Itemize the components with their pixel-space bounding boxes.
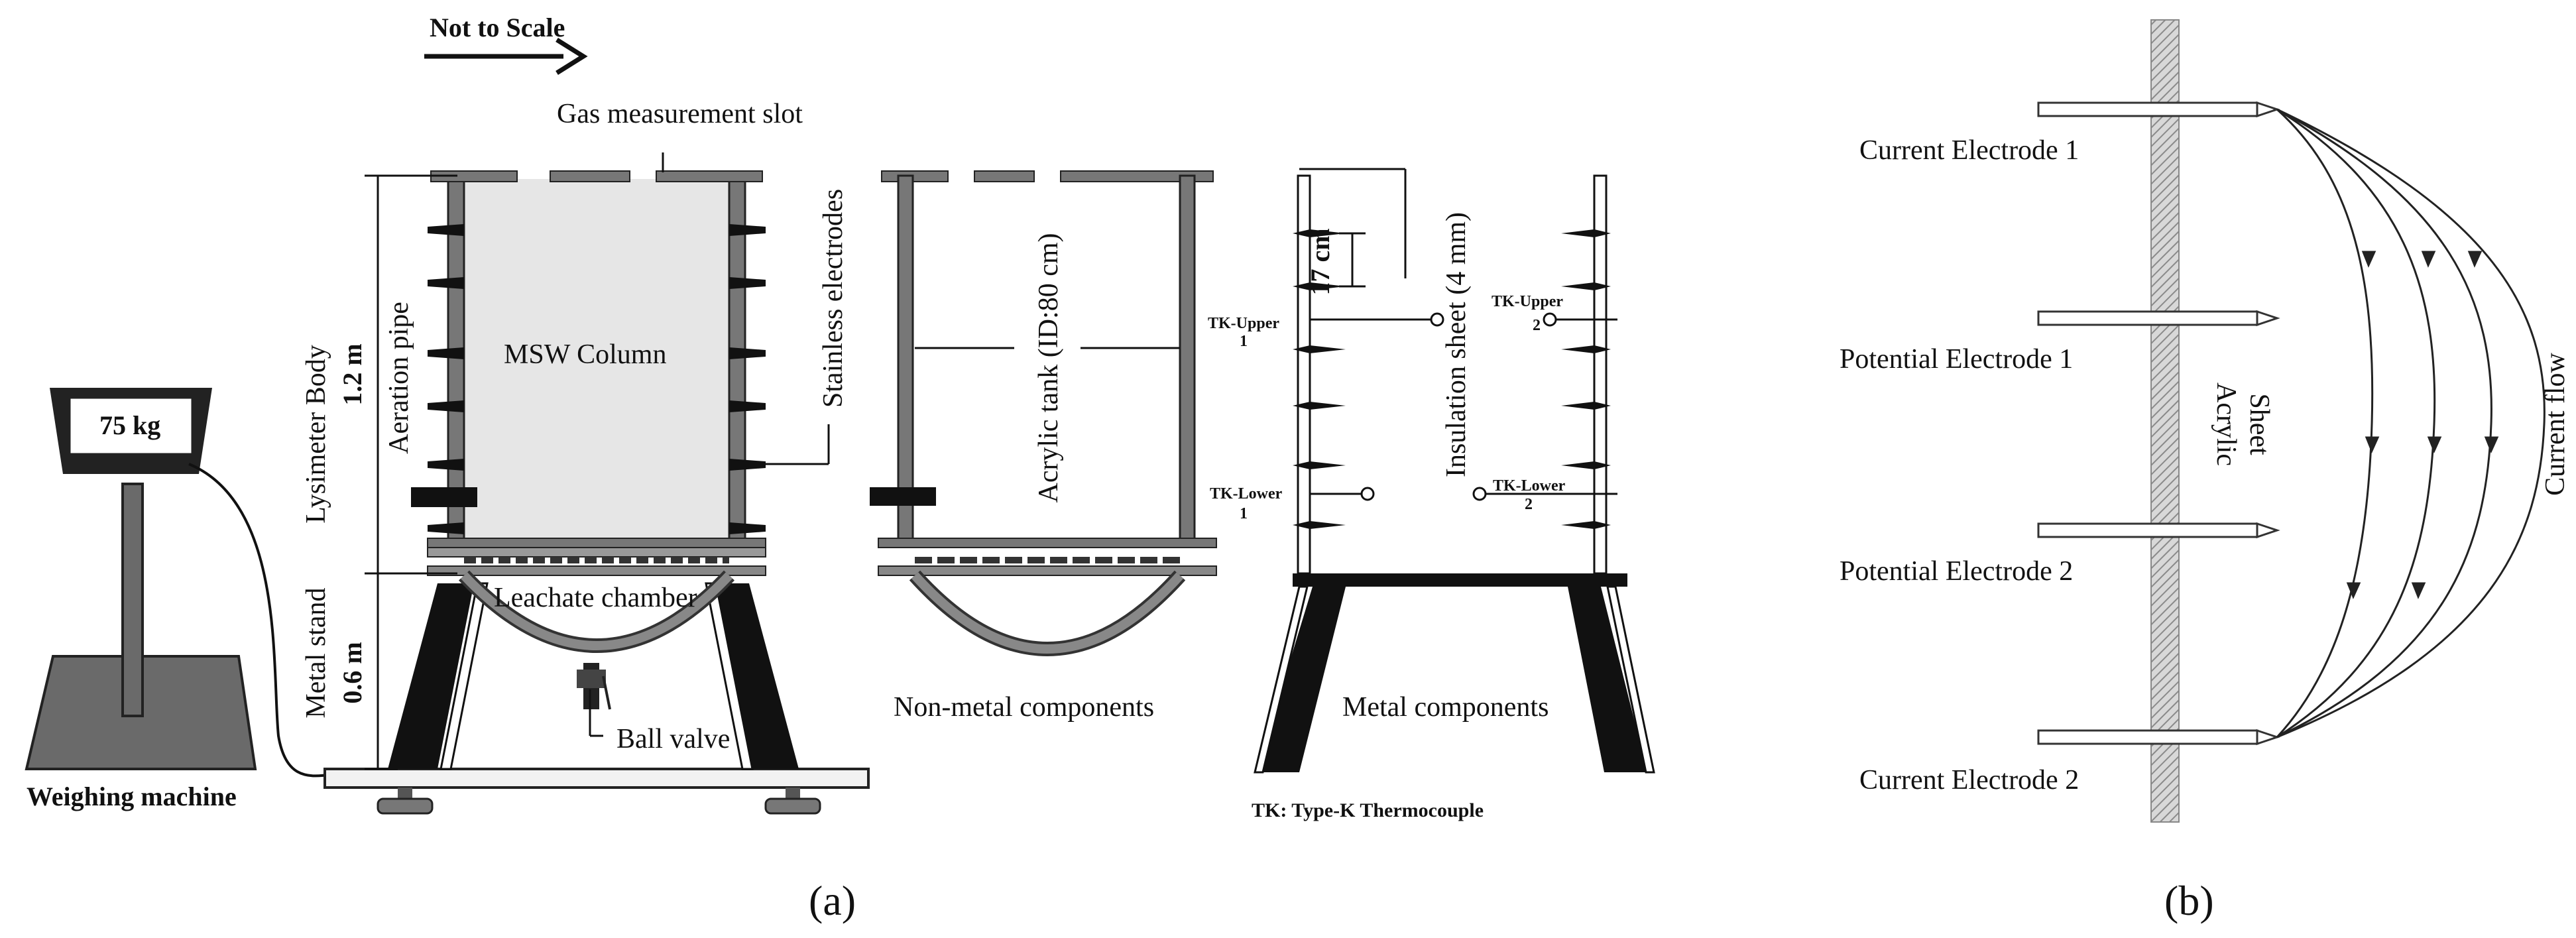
tk-lower-1-num: 1 bbox=[1240, 505, 1248, 522]
acrylic-tank bbox=[870, 170, 1217, 656]
panel-a-label: (a) bbox=[809, 877, 856, 924]
metal-stand-label: Metal stand bbox=[301, 587, 331, 718]
acrylic-label: Acrylic bbox=[2211, 382, 2241, 466]
tk-lower-2-num: 2 bbox=[1525, 496, 1533, 513]
metal-frame bbox=[1254, 168, 1655, 774]
tk-lower-1-label: TK-Lower bbox=[1210, 485, 1283, 502]
base-plate bbox=[323, 768, 870, 815]
acrylic-tank-label: Acrylic tank (ID:80 cm) bbox=[1033, 233, 1064, 502]
spacing-bracket bbox=[1339, 232, 1366, 288]
potential-electrode-2-label: Potential Electrode 2 bbox=[1840, 556, 2073, 587]
lysimeter-column bbox=[411, 170, 766, 710]
sheet-label: Sheet bbox=[2244, 393, 2274, 455]
electrodes-panel-a bbox=[428, 224, 766, 534]
current-flow-label: Current flow bbox=[2540, 352, 2571, 495]
potential-electrode-1-label: Potential Electrode 1 bbox=[1840, 344, 2073, 375]
electrodes-metal bbox=[1293, 229, 1611, 529]
spacing-label: 17 cm bbox=[1305, 228, 1335, 295]
tk-upper-1-num: 1 bbox=[1240, 333, 1248, 350]
current-flow-lines bbox=[2276, 108, 2546, 738]
tk-upper-2-num: 2 bbox=[1533, 317, 1541, 334]
msw-fill bbox=[464, 179, 729, 544]
panel-b-label: (b) bbox=[2164, 877, 2214, 924]
not-to-scale-label: Not to Scale bbox=[430, 13, 565, 42]
tk-legend: TK: Type-K Thermocouple bbox=[1252, 799, 1484, 821]
scale-display-window bbox=[68, 396, 194, 455]
weighing-machine: 75 kg Weighing machine bbox=[25, 388, 332, 811]
gas-slot-label: Gas measurement slot bbox=[557, 99, 803, 129]
tk-upper-2-label: TK-Upper bbox=[1492, 293, 1563, 310]
tk-upper-1-label: TK-Upper bbox=[1208, 315, 1279, 332]
non-metal-components-label: Non-metal components bbox=[894, 692, 1154, 723]
stand-legs bbox=[388, 582, 799, 770]
electrode-rods bbox=[2037, 101, 2280, 746]
ball-valve-label: Ball valve bbox=[616, 724, 730, 754]
lysimeter-body-label: Lysimeter Body bbox=[301, 345, 331, 523]
thermocouples bbox=[1309, 312, 1617, 501]
insulation-sheet-label: Insulation sheet (4 mm) bbox=[1441, 212, 1472, 477]
height-dimension bbox=[365, 174, 457, 770]
scale-arrow bbox=[424, 38, 588, 75]
stainless-electrodes-label: Stainless electrodes bbox=[818, 189, 849, 408]
stand-height-label: 0.6 m bbox=[337, 642, 367, 703]
body-height-label: 1.2 m bbox=[337, 343, 367, 405]
current-electrode-2-label: Current Electrode 2 bbox=[1859, 765, 2079, 795]
weighing-machine-label: Weighing machine bbox=[27, 782, 237, 811]
panel-b: Current Electrode 1 Potential Electrode … bbox=[1840, 19, 2571, 924]
tk-lower-2-label: TK-Lower bbox=[1493, 477, 1566, 495]
metal-components-label: Metal components bbox=[1342, 692, 1549, 723]
msw-column-label: MSW Column bbox=[504, 339, 666, 370]
scale-post bbox=[121, 483, 144, 717]
scale-weight-value: 75 kg bbox=[99, 410, 160, 440]
current-electrode-1-label: Current Electrode 1 bbox=[1859, 135, 2079, 166]
aeration-pipe-label: Aeration pipe bbox=[384, 302, 414, 454]
scale-cable bbox=[188, 463, 332, 778]
leachate-chamber-label: Leachate chamber bbox=[494, 583, 697, 613]
acrylic-sheet bbox=[2150, 19, 2180, 823]
aeration-pipe bbox=[411, 487, 477, 507]
panel-a: Not to Scale 75 kg Weighing machine bbox=[25, 13, 1655, 924]
